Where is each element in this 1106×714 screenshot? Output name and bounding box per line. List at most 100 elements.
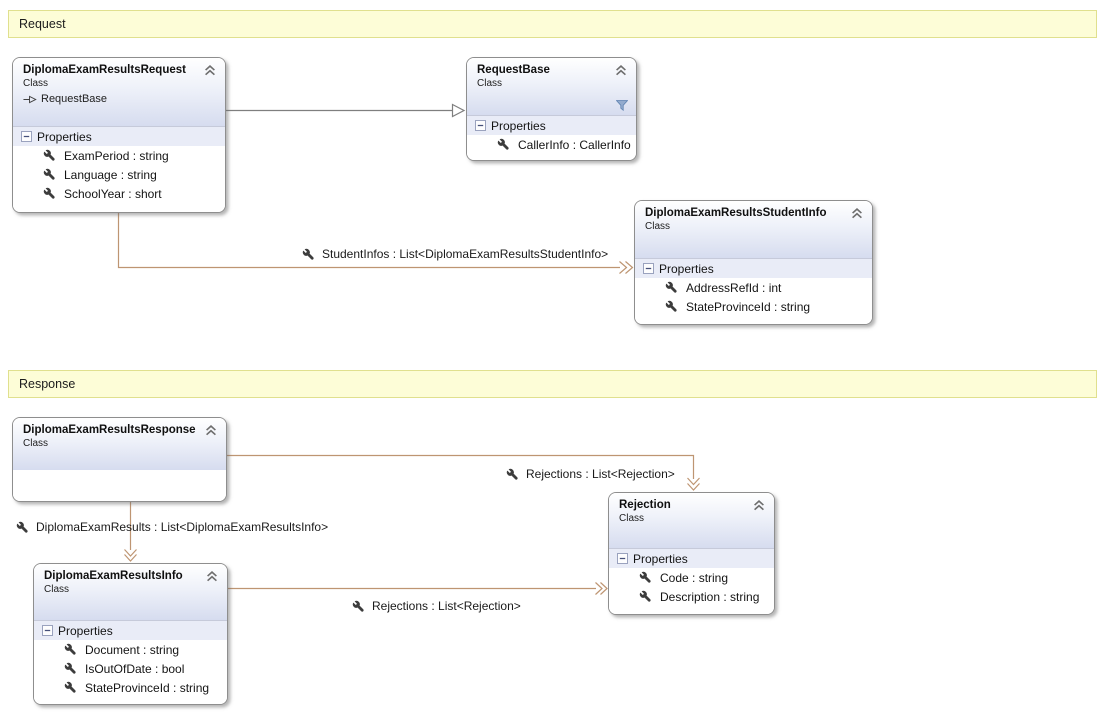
- class-header: DiplomaExamResultsRequest Class RequestB…: [13, 58, 225, 126]
- wrench-icon: [302, 248, 314, 260]
- wrench-icon: [352, 600, 364, 612]
- comment-banner-request[interactable]: Request: [8, 10, 1097, 38]
- minus-box-icon[interactable]: [42, 625, 53, 636]
- property-row[interactable]: Language : string: [13, 165, 225, 184]
- class-header: DiplomaExamResultsResponse Class: [13, 418, 226, 470]
- comment-banner-label: Response: [19, 377, 76, 391]
- properties-section-header[interactable]: Properties: [609, 548, 774, 568]
- base-type-label: RequestBase: [41, 93, 108, 105]
- class-title: Rejection: [619, 499, 671, 511]
- property-row[interactable]: Code : string: [609, 568, 774, 587]
- class-kind: Class: [44, 584, 70, 595]
- association-edge-rejections-bottom: [228, 582, 608, 595]
- class-kind: Class: [619, 513, 645, 524]
- class-box-diploma-exam-results-request[interactable]: DiplomaExamResultsRequest Class RequestB…: [12, 57, 226, 213]
- association-edge-student-infos: [117, 213, 634, 274]
- class-kind: Class: [23, 78, 49, 89]
- property-row[interactable]: SchoolYear : short: [13, 184, 225, 203]
- box-filler: [635, 316, 872, 324]
- wrench-icon: [16, 521, 28, 533]
- comment-banner-label: Request: [19, 17, 66, 31]
- properties-section-header[interactable]: Properties: [13, 126, 225, 146]
- class-header: DiplomaExamResultsStudentInfo Class: [635, 201, 872, 258]
- double-chevron-up-icon[interactable]: [205, 425, 217, 436]
- edge-label-rejections-top[interactable]: Rejections : List<Rejection>: [506, 466, 675, 482]
- property-row[interactable]: Document : string: [34, 640, 227, 659]
- properties-section-label: Properties: [659, 261, 714, 276]
- double-chevron-up-icon[interactable]: [204, 65, 216, 76]
- edge-label-rejections-bottom[interactable]: Rejections : List<Rejection>: [352, 598, 521, 614]
- edge-label-text: Rejections : List<Rejection>: [526, 467, 675, 481]
- property-row[interactable]: Description : string: [609, 587, 774, 606]
- hollow-triangle-arrow-icon: [23, 95, 37, 103]
- property-label: AddressRefId : int: [686, 280, 782, 295]
- minus-box-icon[interactable]: [475, 120, 486, 131]
- base-type-row: RequestBase: [23, 93, 217, 105]
- wrench-icon: [497, 138, 509, 150]
- properties-section-label: Properties: [58, 623, 113, 638]
- wrench-icon: [506, 468, 518, 480]
- properties-section-label: Properties: [491, 118, 546, 133]
- class-box-rejection[interactable]: Rejection Class Properties Code : string…: [608, 492, 775, 615]
- double-chevron-up-icon[interactable]: [753, 500, 765, 511]
- property-row[interactable]: AddressRefId : int: [635, 278, 872, 297]
- property-label: ExamPeriod : string: [64, 148, 169, 163]
- minus-box-icon[interactable]: [617, 553, 628, 564]
- property-label: SchoolYear : short: [64, 186, 162, 201]
- property-label: Description : string: [660, 589, 760, 604]
- minus-box-icon[interactable]: [21, 131, 32, 142]
- class-header: Rejection Class: [609, 493, 774, 548]
- class-title: DiplomaExamResultsResponse: [23, 424, 196, 436]
- class-box-diploma-exam-results-student-info[interactable]: DiplomaExamResultsStudentInfo Class Prop…: [634, 200, 873, 325]
- class-header: RequestBase Class: [467, 58, 636, 115]
- property-row[interactable]: ExamPeriod : string: [13, 146, 225, 165]
- property-label: Document : string: [85, 642, 180, 657]
- double-chevron-up-icon[interactable]: [851, 208, 863, 219]
- property-label: Language : string: [64, 167, 157, 182]
- inheritance-edge-request-to-requestbase: [226, 103, 466, 118]
- property-label: CallerInfo : CallerInfo: [518, 137, 631, 152]
- class-box-diploma-exam-results-info[interactable]: DiplomaExamResultsInfo Class Properties …: [33, 563, 228, 705]
- properties-section-header[interactable]: Properties: [635, 258, 872, 278]
- property-row[interactable]: CallerInfo : CallerInfo: [467, 135, 636, 154]
- properties-section-header[interactable]: Properties: [34, 620, 227, 640]
- property-row[interactable]: StateProvinceId : string: [635, 297, 872, 316]
- property-label: StateProvinceId : string: [686, 299, 811, 314]
- property-label: Code : string: [660, 570, 729, 585]
- edge-label-text: DiplomaExamResults : List<DiplomaExamRes…: [36, 520, 329, 534]
- wrench-icon: [43, 187, 55, 199]
- properties-section-label: Properties: [633, 551, 688, 566]
- class-kind: Class: [645, 221, 671, 232]
- box-filler: [467, 154, 636, 160]
- box-filler: [13, 470, 226, 501]
- wrench-icon: [639, 571, 651, 583]
- box-filler: [34, 697, 227, 704]
- edge-label-student-infos[interactable]: StudentInfos : List<DiplomaExamResultsSt…: [302, 246, 608, 262]
- double-chevron-up-icon[interactable]: [206, 571, 218, 582]
- class-title: RequestBase: [477, 64, 550, 76]
- box-filler: [13, 203, 225, 212]
- class-header: DiplomaExamResultsInfo Class: [34, 564, 227, 620]
- funnel-icon[interactable]: [616, 100, 628, 111]
- class-title: DiplomaExamResultsRequest: [23, 64, 186, 76]
- property-label: IsOutOfDate : bool: [85, 661, 185, 676]
- class-title: DiplomaExamResultsStudentInfo: [645, 207, 827, 219]
- double-chevron-up-icon[interactable]: [615, 65, 627, 76]
- property-row[interactable]: IsOutOfDate : bool: [34, 659, 227, 678]
- property-row[interactable]: StateProvinceId : string: [34, 678, 227, 697]
- wrench-icon: [639, 590, 651, 602]
- edge-label-text: StudentInfos : List<DiplomaExamResultsSt…: [322, 247, 609, 261]
- minus-box-icon[interactable]: [643, 263, 654, 274]
- wrench-icon: [64, 643, 76, 655]
- property-label: StateProvinceId : string: [85, 680, 210, 695]
- class-kind: Class: [23, 438, 49, 449]
- wrench-icon: [43, 149, 55, 161]
- class-box-request-base[interactable]: RequestBase Class Properties CallerInfo …: [466, 57, 637, 161]
- wrench-icon: [665, 300, 677, 312]
- properties-section-header[interactable]: Properties: [467, 115, 636, 135]
- comment-banner-response[interactable]: Response: [8, 370, 1097, 398]
- edge-label-diploma-exam-results[interactable]: DiplomaExamResults : List<DiplomaExamRes…: [16, 519, 328, 535]
- class-box-diploma-exam-results-response[interactable]: DiplomaExamResultsResponse Class: [12, 417, 227, 502]
- wrench-icon: [43, 168, 55, 180]
